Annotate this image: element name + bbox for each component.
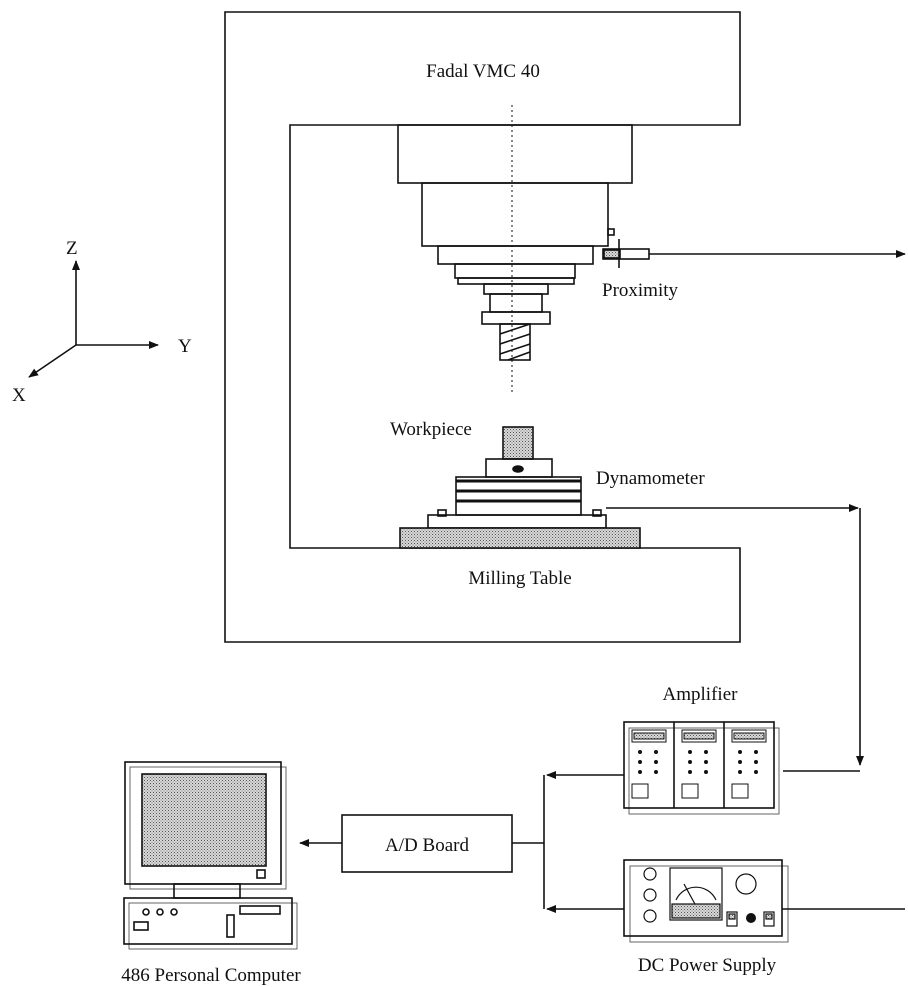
- dynamometer: [427, 458, 607, 529]
- dynamometer-cable: [606, 504, 864, 772]
- signal-bus: [512, 771, 624, 913]
- workpiece: [502, 426, 534, 460]
- computer-label: 486 Personal Computer: [121, 965, 301, 986]
- proximity-label: Proximity: [602, 280, 679, 301]
- axis-x-label: X: [12, 385, 26, 406]
- milling-table: [399, 527, 641, 549]
- machine-title: Fadal VMC 40: [426, 61, 540, 82]
- amplifier-label: Amplifier: [663, 684, 739, 705]
- ad-board-label: A/D Board: [385, 835, 469, 856]
- proximity-sensor: [602, 228, 906, 268]
- milling-table-label: Milling Table: [468, 568, 571, 589]
- machine-frame: [224, 11, 741, 643]
- axis-z-label: Z: [66, 238, 78, 259]
- axis-y-label: Y: [178, 336, 192, 357]
- spindle-head: [397, 124, 633, 361]
- dc-power-supply: [623, 859, 905, 943]
- dc-power-supply-label: DC Power Supply: [638, 955, 777, 976]
- dynamometer-label: Dynamometer: [596, 468, 705, 489]
- personal-computer: [123, 761, 298, 950]
- amplifier: [623, 721, 780, 815]
- workpiece-label: Workpiece: [390, 419, 472, 440]
- coordinate-axes: [28, 260, 159, 378]
